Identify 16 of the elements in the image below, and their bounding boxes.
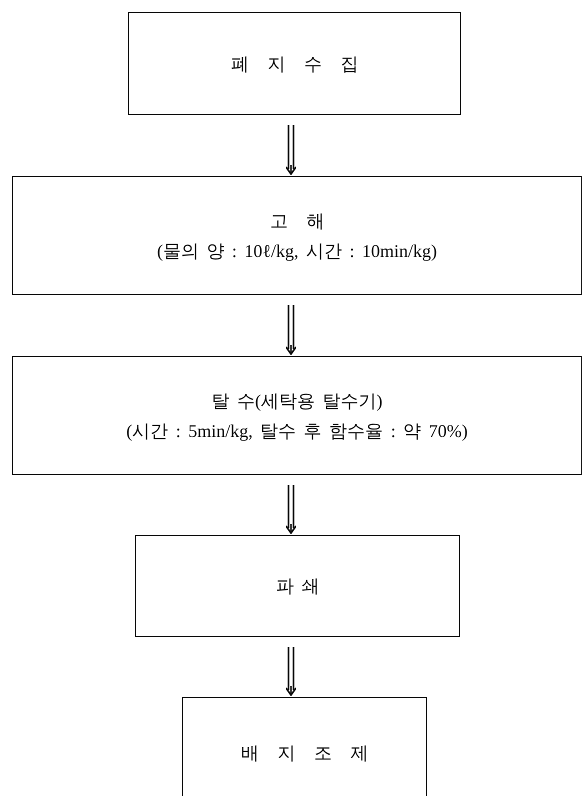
process-box [128, 12, 461, 115]
step-title: 폐 지 수 집 [230, 52, 358, 76]
step-title: 파 쇄 [276, 575, 320, 598]
step-detail: (물의 양 : 10ℓ/kg, 시간 : 10min/kg) [156, 240, 438, 263]
process-box [12, 356, 582, 475]
step-title: 고 해 [270, 210, 324, 232]
arrow [285, 124, 297, 175]
step-title: 배 지 조 제 [240, 742, 368, 764]
process-box [182, 697, 427, 796]
arrow [285, 646, 297, 696]
arrow [285, 304, 297, 355]
arrow [285, 484, 297, 534]
step-title: 탈 수(세탁용 탈수기) [212, 390, 382, 413]
process-box [135, 535, 460, 637]
process-box [12, 176, 582, 295]
step-detail: (시간 : 5min/kg, 탈수 후 함수율 : 약 70%) [126, 420, 468, 443]
